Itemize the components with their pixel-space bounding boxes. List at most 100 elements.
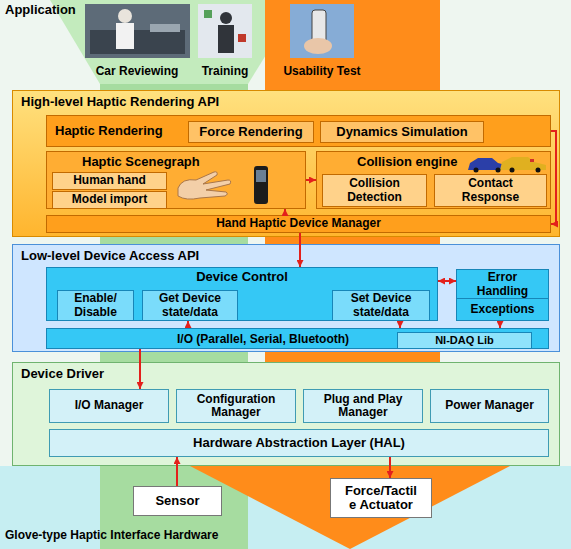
box-label: Collision Detection xyxy=(335,177,415,203)
box-label: Error Handling xyxy=(472,271,534,297)
hand-shape xyxy=(178,172,231,199)
wheel xyxy=(496,168,501,173)
box-label: Get Device state/data xyxy=(146,292,234,318)
group-title: Device Control xyxy=(47,270,437,284)
box-label: NI-DAQ Lib xyxy=(435,334,494,346)
car-shape xyxy=(500,157,546,170)
group-box: Haptic Rendering Force Rendering Dynamics … xyxy=(46,115,551,147)
group-title: Haptic Scenegraph xyxy=(82,155,200,169)
photo-detail xyxy=(150,24,180,32)
box-label: Set Device state/data xyxy=(336,292,426,318)
box-label: Hardware Abstraction Layer (HAL) xyxy=(193,436,405,450)
module-box: Power Manager xyxy=(430,389,549,423)
box-label: Model import xyxy=(72,193,147,206)
arrow-connector xyxy=(438,280,456,282)
layer-band: Device DriverI/O Manager Configuration Ma… xyxy=(12,362,560,466)
group-title: Glove-type Haptic Interface Hardware xyxy=(5,529,218,542)
car-shape xyxy=(468,158,506,170)
group-title: Haptic Rendering xyxy=(55,124,163,138)
box-label: Power Manager xyxy=(445,399,534,412)
picture-caption: Usability Test xyxy=(283,64,360,78)
module-box: Exceptions xyxy=(456,298,549,321)
module-box: Dynamics Simulation xyxy=(320,121,484,143)
module-box: I/O Manager xyxy=(49,389,169,423)
module-box: Contact Response xyxy=(434,174,547,207)
arrow-connector xyxy=(389,457,391,478)
bus-bar: I/O (Parallel, Serial, Bluetooth) NI-DAQ … xyxy=(46,328,549,349)
group-title: I/O (Parallel, Serial, Bluetooth) xyxy=(177,333,349,346)
box-label: Human hand xyxy=(73,174,146,187)
module-box: Hand Haptic Device Manager xyxy=(46,215,551,233)
phone-screen xyxy=(256,170,266,182)
photo-detail xyxy=(220,12,232,24)
arrow-connector xyxy=(299,233,301,267)
wheel xyxy=(474,168,479,173)
car-detail xyxy=(530,159,534,162)
photo-detail xyxy=(204,10,212,18)
phone-body xyxy=(254,166,268,204)
group-title: Low-level Device Access API xyxy=(21,249,199,263)
hardware-box: Force/Tactil e Actuator xyxy=(330,478,432,518)
hardware-box: Sensor xyxy=(133,486,222,516)
box-label: Sensor xyxy=(155,494,199,508)
arrow-connector xyxy=(187,321,189,328)
car-icons xyxy=(468,157,546,173)
wheel xyxy=(536,168,541,173)
group-title: Application xyxy=(5,3,76,17)
module-box: Set Device state/data xyxy=(332,290,430,321)
group-box: Device ControlEnable/ Disable Get Device … xyxy=(46,267,438,321)
green-trapezoid xyxy=(50,0,300,84)
picture-caption: Car Reviewing xyxy=(96,64,179,78)
box-label: Force/Tactil e Actuator xyxy=(341,484,421,513)
layer-band: Low-level Device Access API Device Contro… xyxy=(12,244,560,352)
photo-car-reviewing xyxy=(85,4,190,58)
box-label: I/O Manager xyxy=(75,399,144,412)
module-box: Configuration Manager xyxy=(176,389,296,423)
photo-detail xyxy=(238,34,246,42)
layer-band: High-level Haptic Rendering API Haptic Re… xyxy=(12,90,560,237)
photo-detail xyxy=(218,25,234,53)
photo-detail xyxy=(304,38,332,54)
hand-icon xyxy=(178,172,231,199)
arrow-connector xyxy=(399,321,401,328)
module-box: Error Handling xyxy=(456,269,549,300)
box-label: Contact Response xyxy=(456,177,526,203)
box-label: Enable/ Disable xyxy=(61,292,130,318)
photo xyxy=(85,4,190,58)
box-label: Hand Haptic Device Manager xyxy=(216,217,381,230)
hardware-ground xyxy=(0,466,571,549)
box-label: Dynamics Simulation xyxy=(336,125,467,139)
photo xyxy=(290,4,354,58)
layer-band: Glove-type Haptic Interface Hardware Sens… xyxy=(0,466,571,549)
box-label: Force Rendering xyxy=(199,125,302,139)
picture-caption: Training xyxy=(202,64,249,78)
group-title: High-level Haptic Rendering API xyxy=(21,95,219,109)
module-box: NI-DAQ Lib xyxy=(397,332,532,349)
wheel xyxy=(510,168,515,173)
label-slot: Usability Test xyxy=(252,61,392,79)
module-box: Plug and Play Manager xyxy=(303,389,423,423)
box-label: Configuration Manager xyxy=(180,393,292,419)
photo-usability-test xyxy=(290,4,354,58)
photo-detail xyxy=(116,23,134,49)
arrow-connector xyxy=(176,457,178,486)
arrow-connector xyxy=(306,179,316,181)
photo xyxy=(198,4,252,58)
arrow-connector xyxy=(551,131,556,224)
module-box: Force Rendering xyxy=(188,121,314,143)
orange-arrow xyxy=(190,466,510,549)
arrow-connector xyxy=(499,321,501,328)
module-box: Enable/ Disable xyxy=(57,290,134,321)
group-title: Collision engine xyxy=(357,155,457,169)
module-box: Model import xyxy=(52,191,167,209)
group-title: Device Driver xyxy=(21,367,104,381)
label-slot: Car Reviewing xyxy=(67,61,207,79)
box-label: Exceptions xyxy=(470,303,534,316)
arrow-connector xyxy=(139,349,141,389)
module-box: Collision Detection xyxy=(322,174,427,207)
module-box: Get Device state/data xyxy=(142,290,238,321)
group-box: Collision engineCollision Detection Conta… xyxy=(316,151,551,209)
photo-training xyxy=(198,4,252,58)
box-label: Plug and Play Manager xyxy=(307,393,419,419)
